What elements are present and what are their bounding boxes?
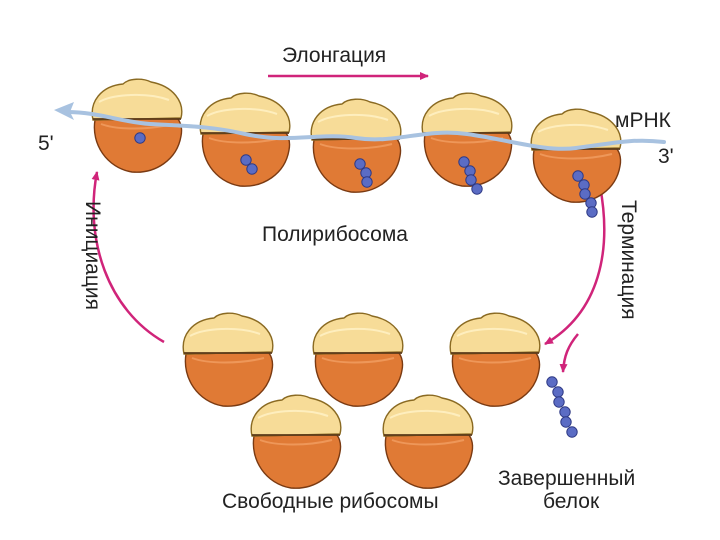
- free-ribosome: [312, 312, 404, 408]
- protein-bead: [553, 396, 565, 408]
- peptide-bead: [354, 158, 366, 170]
- five-prime-label: 5': [38, 132, 54, 155]
- completed-protein-label-line1: Завершенный: [498, 467, 635, 490]
- protein-bead: [566, 426, 578, 438]
- free-ribosome: [382, 394, 474, 490]
- protein-bead: [546, 376, 558, 388]
- mrna-5prime-arrowhead: [54, 102, 74, 120]
- peptide-bead: [572, 170, 584, 182]
- completed-protein-label-line2: белок: [543, 490, 600, 513]
- free-ribosome: [449, 312, 541, 408]
- initiation-arrow: [91, 171, 165, 344]
- polyribosome-ribosome: [530, 108, 622, 204]
- nascent-peptides: [134, 132, 598, 218]
- polyribosome-ribosome: [310, 98, 402, 194]
- peptide-bead: [458, 156, 470, 168]
- polyribosome-label: Полирибосома: [262, 223, 408, 246]
- peptide-bead: [579, 188, 591, 200]
- three-prime-label: 3': [658, 145, 674, 168]
- peptide-bead: [240, 154, 252, 166]
- protein-bead: [560, 416, 572, 428]
- free-ribosome: [182, 312, 274, 408]
- initiation-label: Инициация: [81, 201, 104, 310]
- peptide-bead: [586, 206, 598, 218]
- protein-bead: [559, 406, 571, 418]
- elongation-label: Элонгация: [282, 44, 386, 67]
- termination-label: Терминация: [617, 200, 640, 320]
- free-ribosomes: [182, 312, 541, 490]
- mrna-strand: [64, 110, 666, 151]
- release-arrow: [559, 333, 579, 373]
- free-ribosome: [250, 394, 342, 490]
- polyribosome-ribosomes: [91, 78, 622, 204]
- peptide-bead: [465, 174, 477, 186]
- free-ribosomes-label: Свободные рибосомы: [222, 490, 439, 513]
- peptide-bead: [471, 183, 483, 195]
- peptide-bead: [246, 163, 258, 175]
- protein-bead: [552, 386, 564, 398]
- mrna-label: мРНК: [615, 109, 672, 132]
- termination-arrow: [544, 185, 606, 346]
- completed-protein-chain: [546, 376, 578, 438]
- peptide-bead: [134, 132, 146, 144]
- peptide-bead: [361, 176, 373, 188]
